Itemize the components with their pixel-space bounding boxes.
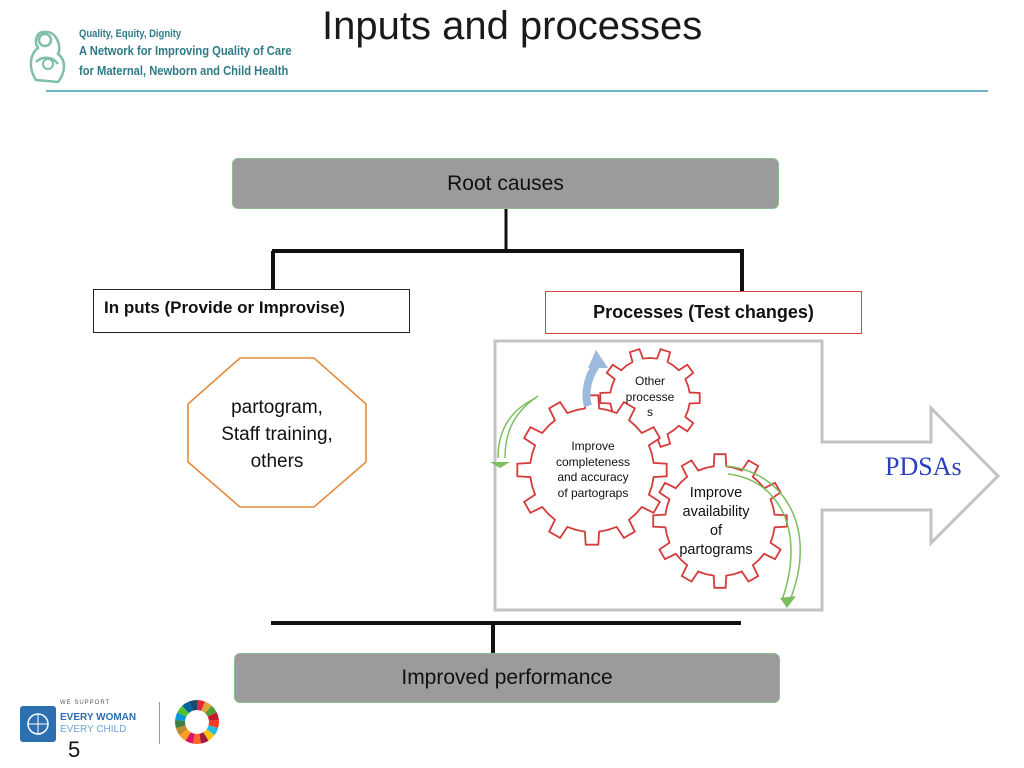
sdg-segment — [208, 719, 219, 729]
slide-title: Inputs and processes — [322, 4, 703, 48]
inputs-label: In puts (Provide or Improvise) — [104, 298, 345, 317]
un-emblem-icon — [20, 706, 56, 742]
inputs-box: In puts (Provide or Improvise) — [93, 289, 410, 333]
every-woman-every-child-logo: WE SUPPORT EVERY WOMAN EVERY CHILD — [20, 700, 150, 746]
gear-completeness-line: completeness — [555, 454, 631, 469]
cycle-arrow-left-icon — [490, 395, 539, 468]
sdg-segment — [182, 701, 193, 714]
inputs-octagon — [187, 357, 367, 508]
sdg-segment — [207, 712, 219, 721]
sdg-segment — [206, 725, 219, 736]
processes-label: Processes (Test changes) — [593, 302, 814, 322]
sdg-wheel-icon — [175, 700, 219, 744]
improved-performance-label: Improved performance — [401, 666, 613, 689]
logo-line-2: A Network for Improving Quality of Care — [79, 43, 292, 58]
input-item: Staff training, — [221, 424, 333, 445]
gear-availability-line: partograms — [679, 542, 753, 558]
gear-completeness-line: Improve — [571, 439, 615, 453]
we-support-label: WE SUPPORT — [60, 700, 111, 706]
cycle-arrow-right-icon — [725, 465, 801, 608]
gear-other-line: Other — [634, 374, 665, 388]
mother-child-icon — [29, 30, 66, 84]
sdg-segment — [199, 732, 209, 744]
header-rule — [46, 90, 988, 92]
input-item: others — [250, 451, 304, 472]
sdg-segment — [205, 705, 217, 717]
sdg-segment — [177, 705, 189, 717]
logo-line-3: for Maternal, Newborn and Child Health — [79, 63, 289, 78]
gear-other-line: s — [647, 405, 653, 419]
processes-box: Processes (Test changes) — [545, 291, 862, 334]
gear-other-line: processe — [625, 389, 675, 404]
gear-availability-line: availability — [682, 504, 750, 520]
network-logo-text: Quality, Equity, Dignity A Network for I… — [79, 27, 326, 81]
gear-other-label: Other processe s — [612, 374, 688, 421]
footer-divider — [159, 702, 160, 744]
sdg-segment — [175, 725, 188, 736]
gear-availability-line: of — [709, 523, 723, 539]
gear-completeness-label: Improve completeness and accuracy of par… — [541, 439, 645, 501]
logo-line-1: Quality, Equity, Dignity — [79, 28, 182, 40]
sdg-segment — [189, 700, 197, 711]
ewec-line-1: EVERY WOMAN — [60, 712, 137, 723]
sdg-segment — [203, 729, 215, 741]
page-number: 5 — [68, 737, 81, 762]
sdg-segment — [179, 729, 191, 741]
pdsa-label: PDSAs — [885, 452, 962, 481]
sdg-segment — [185, 732, 195, 744]
ewec-line-2: EVERY CHILD — [60, 724, 127, 735]
inputs-items: partogram, Staff training, others — [190, 394, 364, 475]
gear-completeness-line: of partograps — [557, 485, 629, 500]
improved-performance-box: Improved performance — [234, 653, 780, 703]
root-causes-box: Root causes — [232, 158, 779, 209]
sdg-segment — [175, 719, 186, 729]
gear-availability-label: Improve availability of partograms — [670, 484, 762, 560]
input-item: partogram, — [231, 397, 323, 418]
gear-availability-line: Improve — [689, 485, 743, 501]
sdg-segment — [192, 733, 202, 744]
root-causes-label: Root causes — [447, 171, 564, 195]
sdg-segment — [201, 701, 212, 714]
sdg-segment — [175, 712, 187, 721]
gear-completeness — [516, 394, 668, 546]
network-logo — [22, 24, 74, 86]
sdg-segment — [197, 700, 205, 711]
gear-completeness-line: and accuracy — [557, 470, 629, 484]
arrow-up-icon — [582, 350, 608, 408]
